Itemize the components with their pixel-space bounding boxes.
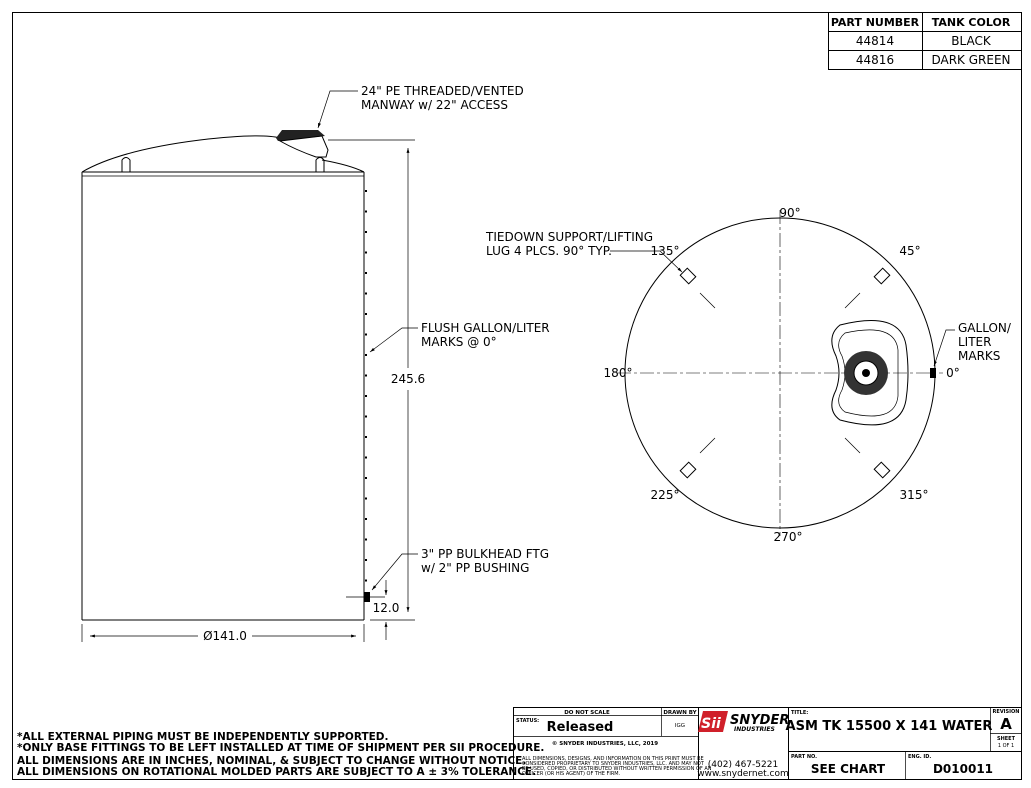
eng-id-label: ENG. ID.: [908, 754, 931, 760]
note: *ONLY BASE FITTINGS TO BE LEFT INSTALLED…: [17, 742, 544, 754]
angle-225: 225°: [651, 488, 680, 502]
part-no-label: PART NO.: [791, 754, 817, 760]
tank-top-view: 90° 45° 135° 180° 0° 225° 315° 270° TIED…: [485, 206, 1012, 544]
gallon-mark-dot: [365, 579, 367, 582]
gallon-mark-dot: [365, 210, 367, 213]
manway-callout-line2: MANWAY w/ 22" ACCESS: [361, 98, 508, 112]
status-label: STATUS:: [516, 718, 539, 724]
gallon-mark-dot: [365, 333, 367, 336]
diameter-dimension: Ø141.0: [203, 629, 247, 643]
drawn-by-label: DRAWN BY: [663, 710, 697, 716]
logo-name: SNYDER: [730, 713, 789, 728]
snyder-logo: Sii SNYDER INDUSTRIES: [698, 711, 789, 733]
title-label: TITLE:: [791, 710, 808, 716]
proprietary-notice: BE USED, COPIED, OR DISTRIBUTED WITHOUT …: [522, 766, 712, 772]
proprietary-notice: CONSIDERED PROPRIETARY TO SNYDER INDUSTR…: [522, 761, 705, 767]
lug-icon: [121, 157, 131, 172]
do-not-scale: DO NOT SCALE: [564, 710, 610, 716]
tiedown-lug-icon: [679, 461, 697, 479]
gallon-mark-dot: [365, 477, 367, 479]
gallon-mark-dot: [365, 395, 367, 397]
angle-270: 270°: [774, 530, 803, 544]
gallon-callout: GALLON/: [958, 321, 1012, 335]
note: *ALL EXTERNAL PIPING MUST BE INDEPENDENT…: [17, 731, 389, 743]
gallon-mark-dot: [365, 538, 367, 541]
tiedown-lug-icon: [679, 267, 697, 285]
gallon-mark-dot: [365, 251, 367, 254]
bulkhead-callout: 3" PP BULKHEAD FTG: [421, 547, 549, 561]
gallon-marks-callout: FLUSH GALLON/LITER: [421, 321, 550, 335]
gallon-mark-dot: [365, 272, 367, 274]
gallon-mark-dot: [365, 354, 367, 356]
phone: (402) 467-5221: [708, 760, 778, 770]
height-dimension: 245.6: [391, 372, 425, 386]
note: ALL DIMENSIONS ARE IN INCHES, NOMINAL, &…: [17, 755, 526, 767]
tiedown-callout: TIEDOWN SUPPORT/LIFTING: [485, 230, 653, 244]
gallon-mark-dot: [365, 559, 367, 561]
bulkhead-height-dimension: 12.0: [373, 601, 400, 615]
sheet-border: [12, 12, 1022, 780]
gallon-mark-dot: [365, 374, 367, 377]
note: ALL DIMENSIONS ON ROTATIONAL MOLDED PART…: [17, 766, 536, 778]
parts-table: PART NUMBER TANK COLOR 44814 BLACK 44816…: [828, 12, 1022, 70]
angle-315: 315°: [900, 488, 929, 502]
gallon-mark-dot: [365, 497, 367, 500]
header-tank-color: TANK COLOR: [932, 16, 1011, 29]
tiedown-lug-icon: [873, 461, 891, 479]
gallon-mark-dot: [365, 456, 367, 459]
website[interactable]: www.snydernet.com: [697, 769, 788, 779]
sheet: 1 OF 1: [998, 743, 1014, 749]
proprietary-notice: ALL DIMENSIONS, DESIGNS, AND INFORMATION…: [522, 756, 704, 762]
title-block: DO NOT SCALE DRAWN BY IGG STATUS: Releas…: [513, 707, 1022, 780]
angle-135: 135°: [651, 244, 680, 258]
manway-icon: [276, 130, 329, 158]
angle-0: 0°: [946, 366, 960, 380]
gallon-mark-dot: [365, 231, 367, 233]
tiedown-lug-icon: [873, 267, 891, 285]
status: Released: [547, 720, 614, 735]
gallon-mark-dot: [365, 190, 367, 192]
revision: A: [1000, 715, 1012, 733]
drawing-title: ASM TK 15500 X 141 WATER: [786, 719, 993, 734]
gallon-callout-line3: MARKS: [958, 349, 1000, 363]
drawn-by: IGG: [675, 723, 685, 729]
gallon-mark-dot: [365, 292, 367, 295]
eng-id: D010011: [933, 762, 993, 776]
gallon-mark-dot: [365, 313, 367, 315]
angle-45: 45°: [899, 244, 920, 258]
general-notes: *ALL EXTERNAL PIPING MUST BE INDEPENDENT…: [17, 731, 544, 778]
bulkhead-callout-line2: w/ 2" PP BUSHING: [421, 561, 529, 575]
header-part-number: PART NUMBER: [831, 16, 920, 29]
tank-side-view: 245.6 12.0 Ø141.0 24" PE THREADED/VENTED…: [81, 84, 550, 643]
copyright: © SNYDER INDUSTRIES, LLC, 2019: [552, 741, 658, 747]
gallon-marks: [365, 190, 367, 582]
table-cell: 44814: [856, 34, 894, 48]
table-cell: BLACK: [951, 34, 992, 48]
gallon-marks-icon: [930, 368, 936, 378]
tiedown-callout-line2: LUG 4 PLCS. 90° TYP.: [486, 244, 612, 258]
logo-sub: INDUSTRIES: [734, 726, 775, 733]
lug-icon: [315, 157, 325, 172]
manway-callout: 24" PE THREADED/VENTED: [361, 84, 524, 98]
gallon-mark-dot: [365, 415, 367, 418]
gallon-mark-dot: [365, 436, 367, 438]
angle-180: 180°: [604, 366, 633, 380]
gallon-mark-dot: [365, 518, 367, 520]
proprietary-notice: OFFICER (OR HIS AGENT) OF THE FIRM.: [522, 771, 621, 777]
gallon-callout-line2: LITER: [958, 335, 991, 349]
manway-top-icon: [831, 320, 909, 426]
logo-mark: Sii: [701, 716, 721, 732]
angle-90: 90°: [779, 206, 800, 220]
table-cell: 44816: [856, 53, 894, 67]
sheet-label: SHEET: [997, 736, 1016, 742]
gallon-marks-callout-line2: MARKS @ 0°: [421, 335, 497, 349]
table-cell: DARK GREEN: [931, 53, 1010, 67]
revision-label: REVISION: [993, 709, 1020, 715]
part-no: SEE CHART: [811, 762, 886, 776]
